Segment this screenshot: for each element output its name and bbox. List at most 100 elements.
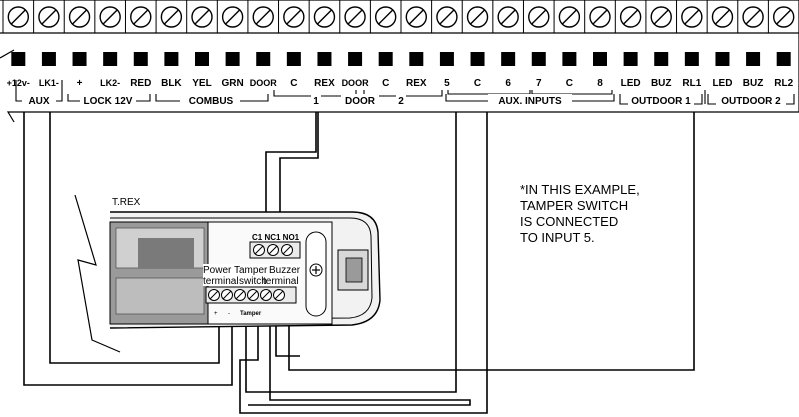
terminal-label: BUZ (651, 78, 672, 89)
group-label-aux-inputs: AUX. INPUTS (498, 96, 562, 107)
screw-terminal (436, 6, 458, 28)
note-line-3: IS CONNECTED (520, 214, 618, 229)
device-screw (221, 289, 233, 301)
terminal-label: C (290, 78, 297, 89)
terminal-pad (317, 52, 332, 66)
wire-door1-rex (279, 112, 319, 242)
screw-terminal (681, 6, 703, 28)
power-terminal-label: terminal (203, 276, 239, 287)
terminal-pad (470, 52, 485, 66)
terminal-pad (776, 52, 791, 66)
terminal-pad (623, 52, 638, 66)
terminal-label: LED (712, 78, 732, 89)
terminal-label: 7 (536, 78, 542, 89)
group-label-door: DOOR (345, 96, 376, 107)
terminal-label: C (566, 78, 573, 89)
screw-terminal (528, 6, 550, 28)
screw-terminal (497, 6, 519, 28)
example-note: *IN THIS EXAMPLE, TAMPER SWITCH IS CONNE… (520, 182, 640, 245)
group-label-row: AUX LOCK 12V COMBUS 1 DOOR 2 AUX. INPUTS… (22, 94, 786, 108)
group-label-aux: AUX (28, 96, 49, 107)
terminal-label: 5 (444, 78, 450, 89)
device-screw (208, 289, 220, 301)
screw-terminal (160, 6, 183, 28)
board-edge (0, 0, 799, 123)
screw-terminal (252, 6, 274, 28)
group-label-outdoor2: OUTDOOR 2 (721, 96, 781, 107)
terminal-label: REX (406, 78, 427, 89)
terminal-pad (531, 52, 546, 66)
note-line-2: TAMPER SWITCH (520, 198, 628, 213)
wire-plus12v (23, 112, 233, 386)
tamper-label: Tamper (234, 265, 268, 276)
terminal-pad (409, 52, 424, 66)
terminal-pad (164, 52, 179, 66)
terminal-pad (562, 52, 577, 66)
buzzer-label: Buzzer (269, 265, 301, 276)
screw-terminal (742, 6, 764, 28)
group-label-outdoor1: OUTDOOR 1 (631, 96, 691, 107)
screw-terminal (7, 6, 30, 28)
note-line-1: *IN THIS EXAMPLE, (520, 182, 640, 197)
screw-terminal (374, 6, 397, 28)
screw-terminal (313, 6, 336, 28)
group-label-combus: COMBUS (189, 96, 234, 107)
terminal-label: RL2 (774, 78, 793, 89)
group-label-door1: 1 (313, 96, 319, 107)
device-name: T.REX (112, 197, 141, 208)
t-rex-device: T.REX C1 NC1 NO1 Power Tamper Buzzer ter… (74, 194, 381, 353)
terminal-label: YEL (192, 78, 211, 89)
tamper-small-label: Tamper (240, 311, 262, 317)
relay-terminal-labels: C1 NC1 NO1 (252, 233, 300, 242)
buzzer-terminal-label: terminal (263, 276, 299, 287)
screw-terminal (38, 6, 60, 28)
screw-terminal (191, 6, 213, 28)
screw-terminal (221, 6, 244, 28)
terminal-label: BUZ (743, 78, 764, 89)
terminal-label: LK2- (100, 78, 120, 88)
device-screw (281, 244, 293, 256)
wire-input-c (239, 112, 488, 414)
tamper-switch-label: switch (239, 276, 267, 287)
group-label-lock: LOCK 12V (84, 96, 133, 107)
terminal-label: BLK (161, 78, 182, 89)
wire-minus12v (49, 112, 220, 364)
terminal-label: DOOR (342, 78, 370, 88)
minus-small-label: - (228, 311, 230, 317)
screw-terminal (558, 6, 581, 28)
terminal-pad (348, 52, 363, 66)
terminal-label: RED (130, 78, 151, 89)
terminal-pad (41, 52, 56, 66)
screw-terminal (589, 6, 611, 28)
screw-terminal (283, 6, 305, 28)
terminal-pad (11, 52, 26, 66)
wire-input5 (245, 112, 457, 393)
screw-terminal (650, 6, 672, 28)
wire-outdoor1-buz (288, 112, 695, 371)
screw-terminal-row (2, 0, 795, 33)
device-screw (260, 289, 272, 301)
device-screw (273, 289, 285, 301)
terminal-pad (133, 52, 148, 66)
note-line-4: TO INPUT 5. (520, 230, 595, 245)
screw-terminal (99, 6, 121, 28)
wire-door1-c (265, 112, 317, 242)
terminal-label: RL1 (682, 78, 701, 89)
screw-terminal (130, 6, 152, 28)
board-edge (0, 49, 15, 59)
device-screw (247, 289, 259, 301)
terminal-pad (225, 52, 240, 66)
screw-terminal (466, 6, 489, 28)
terminal-label: REX (314, 78, 335, 89)
terminal-pad-row (11, 52, 791, 66)
group-label-door2: 2 (398, 96, 404, 107)
terminal-label: 8 (597, 78, 603, 89)
device-screw (267, 244, 279, 256)
terminal-pad (654, 52, 669, 66)
terminal-pad (103, 52, 118, 66)
terminal-label: + (77, 78, 83, 89)
terminal-pad (256, 52, 271, 66)
plus-small-label: + (214, 311, 218, 317)
screw-terminal (711, 6, 734, 28)
